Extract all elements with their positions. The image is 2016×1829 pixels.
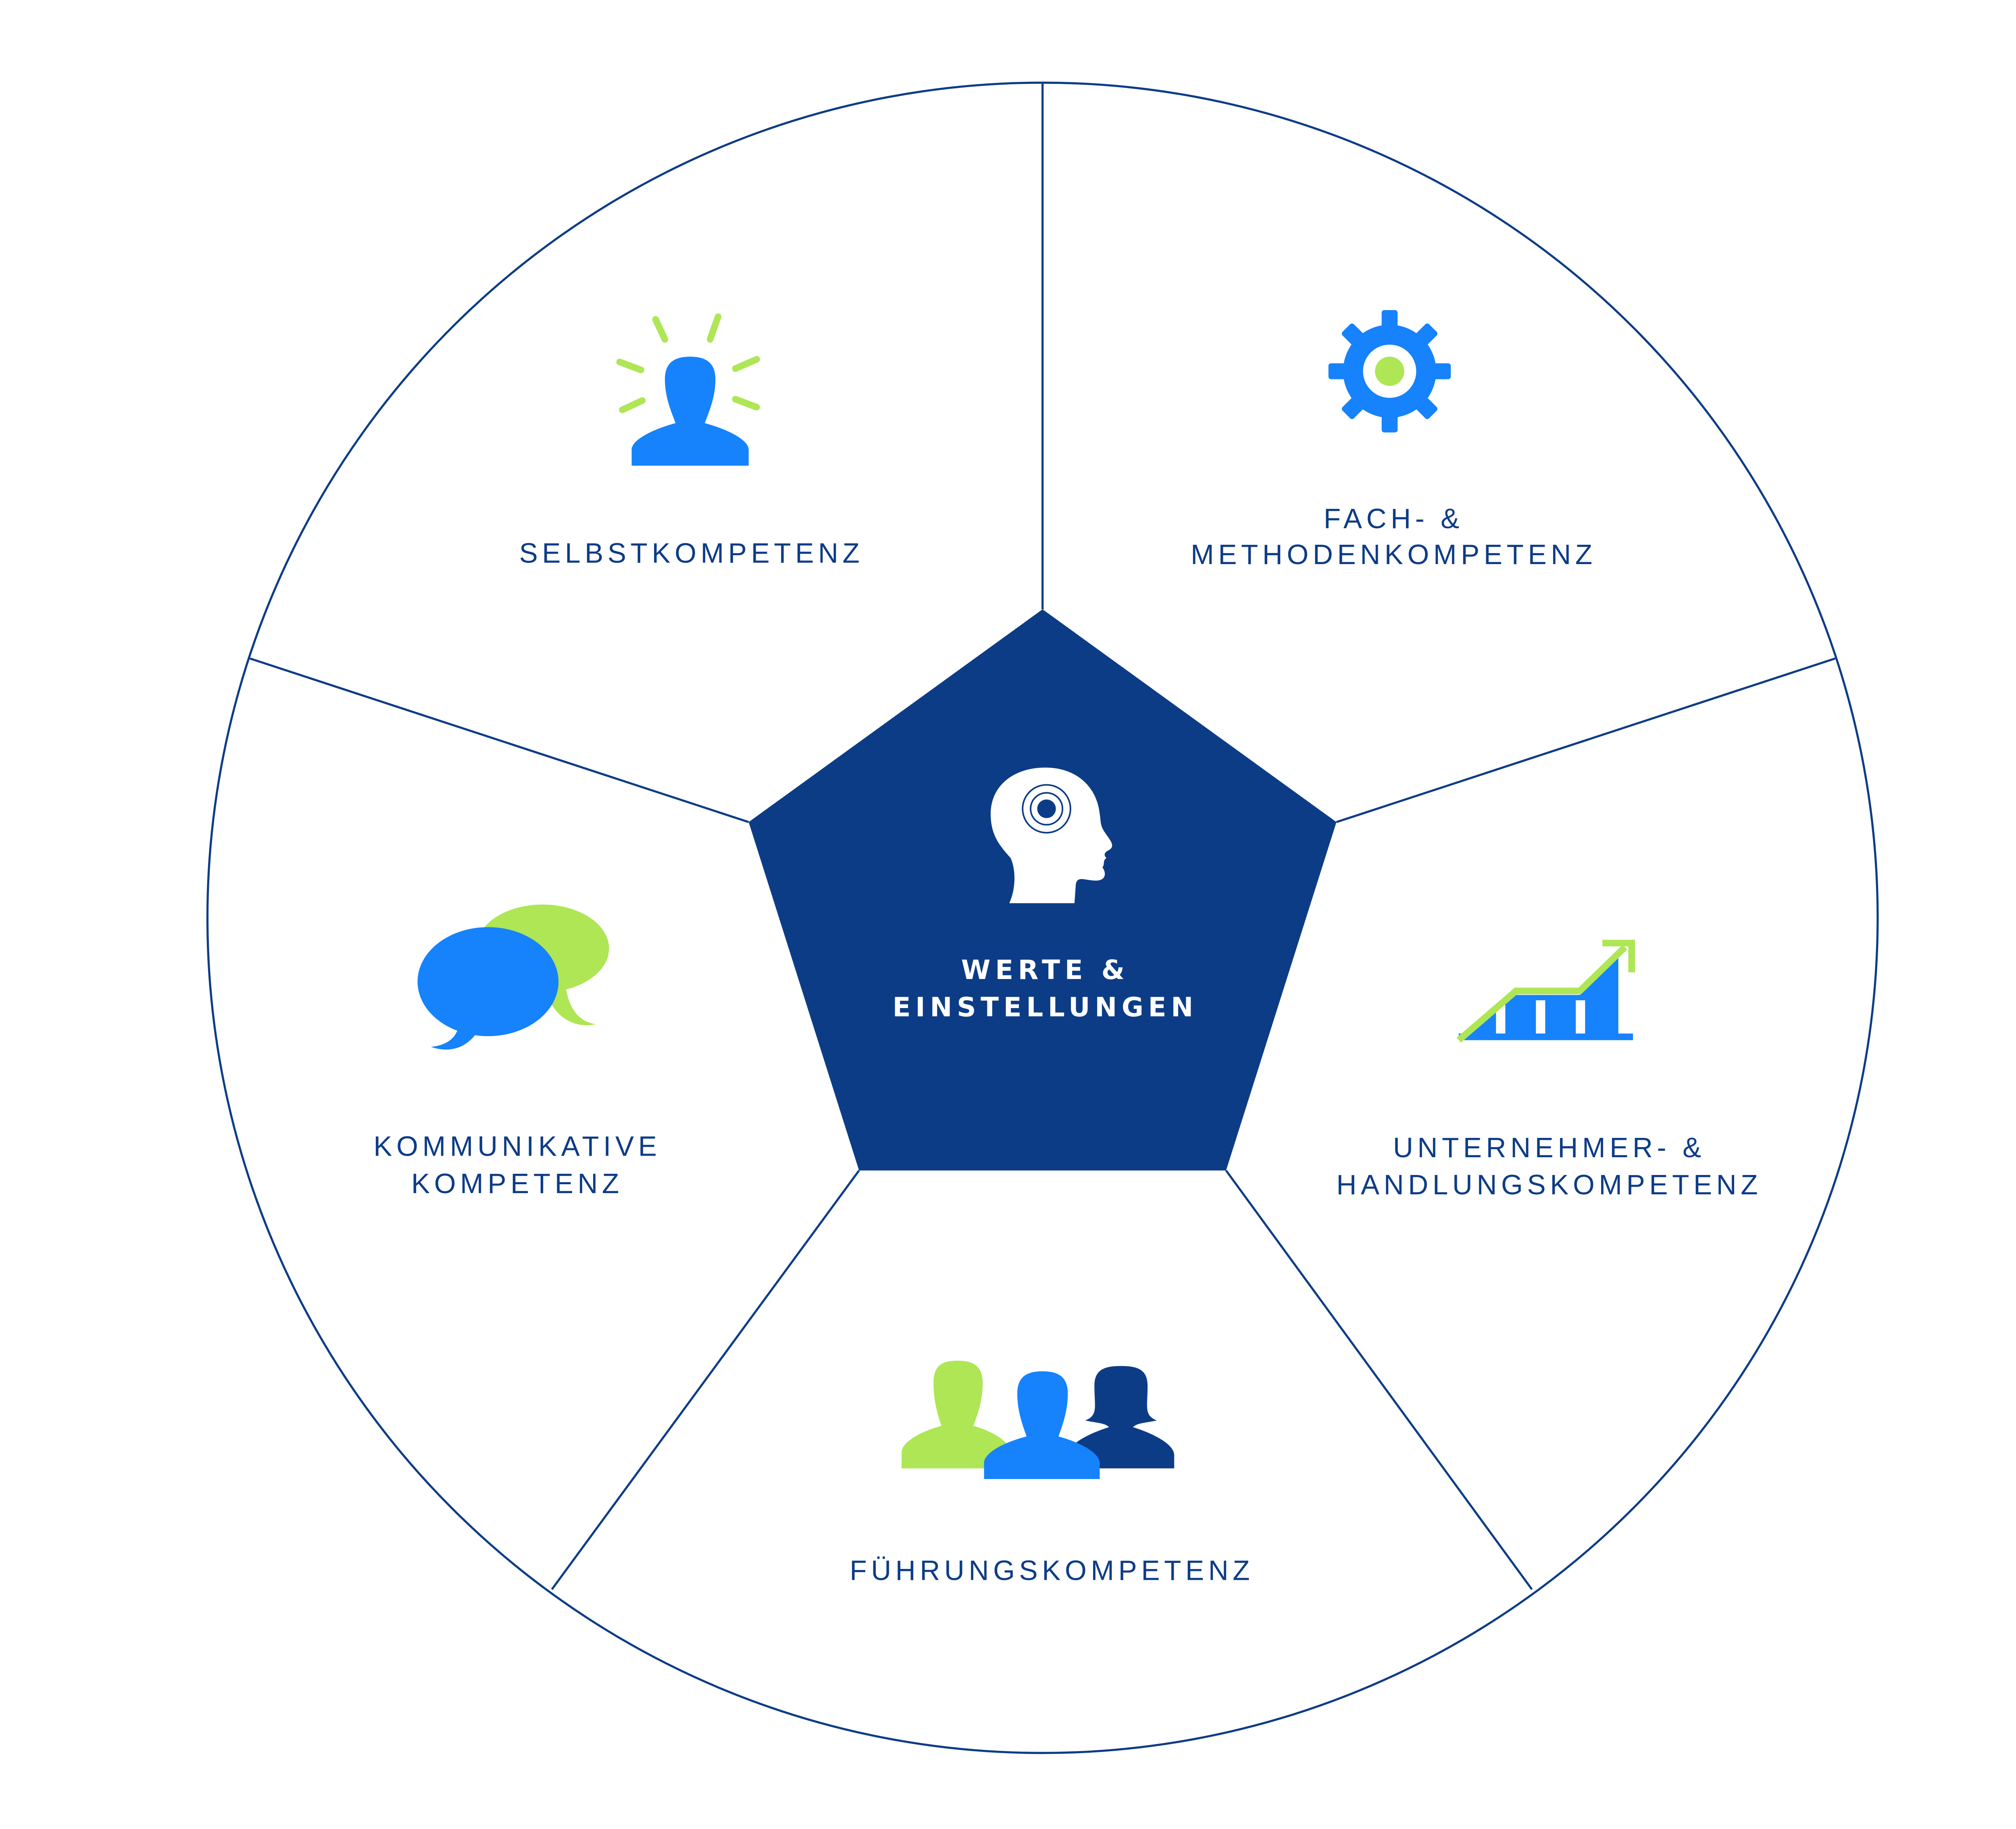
center-label-line1: WERTE & <box>961 954 1129 985</box>
segment-label: UNTERNEHMER- & <box>1393 1132 1706 1163</box>
segment-label: KOMPETENZ <box>411 1168 623 1199</box>
spokes <box>250 83 1836 1590</box>
segment-label: FÜHRUNGSKOMPETENZ <box>850 1555 1254 1586</box>
segment-label: SELBSTKOMPETENZ <box>519 537 864 569</box>
segment-label: FACH- & <box>1324 503 1464 534</box>
head-target-icon <box>991 767 1112 903</box>
gear-icon <box>1328 310 1451 433</box>
team-icon <box>902 1360 1175 1479</box>
segment-label: METHODENKOMPETENZ <box>1191 539 1597 570</box>
center-label-line2: EINSTELLUNGEN <box>893 992 1198 1023</box>
speech-bubbles-icon <box>417 904 609 1050</box>
growth-chart-icon <box>1456 939 1635 1043</box>
segment-label: HANDLUNGSKOMPETENZ <box>1336 1169 1762 1200</box>
person-idea-icon <box>616 313 760 466</box>
segment-label: KOMMUNIKATIVE <box>373 1131 661 1162</box>
